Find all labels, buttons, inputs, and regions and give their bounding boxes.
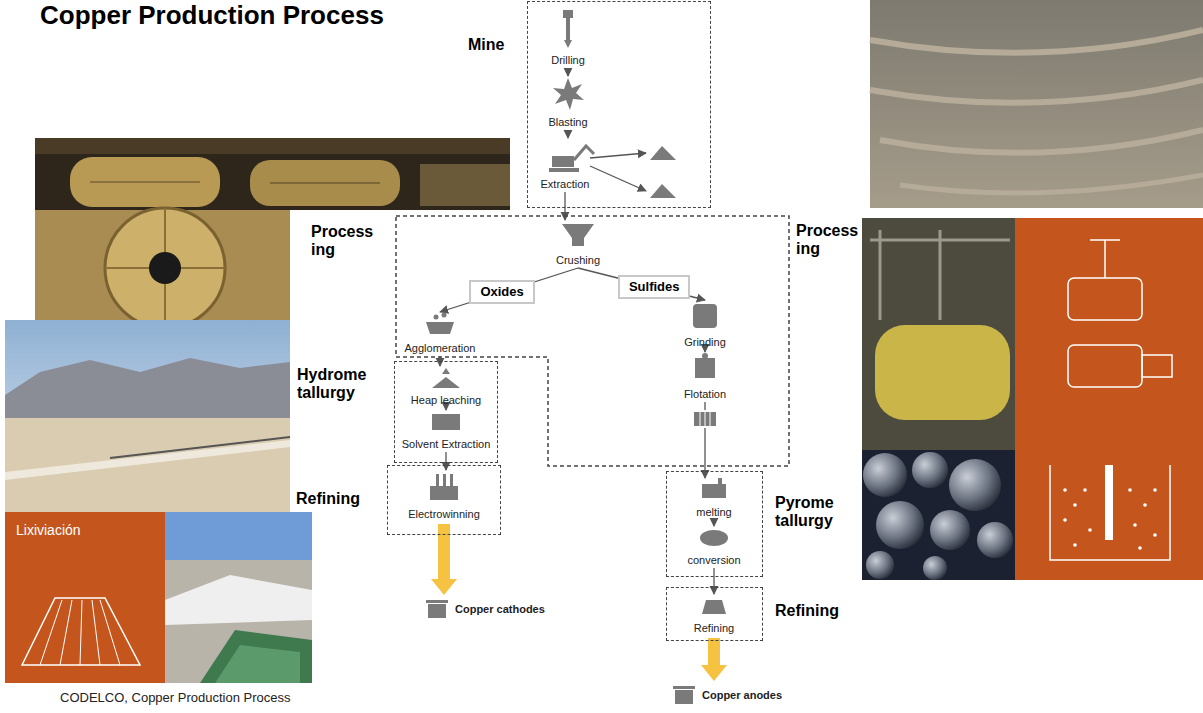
flow-connector (578, 268, 705, 300)
stage-region: Pyrome tallurgymeltingconversion (667, 472, 762, 576)
leaching-photo (165, 512, 312, 683)
section-heading: Process ing (796, 222, 862, 258)
branch-label: Sulfides (618, 275, 691, 299)
process-step: melting (694, 478, 734, 520)
flow-connector (445, 452, 446, 470)
process-step: Electrowinning (406, 470, 482, 522)
process-step: Blasting (546, 76, 590, 130)
process-step: Crushing (554, 220, 603, 268)
stage-region: RefiningElectrowinning (388, 466, 500, 534)
step-label: Extraction (541, 178, 590, 191)
section-heading: Pyrome tallurgy (775, 494, 853, 530)
process-step: Flotation (682, 352, 729, 402)
flow-connector (567, 68, 568, 76)
mill-head-photo (35, 208, 290, 328)
section-heading: Process ing (311, 223, 381, 259)
stage-region: Hydrome tallurgyHeap leachingSolvent Ext… (395, 362, 497, 462)
section-heading: Hydrome tallurgy (297, 366, 381, 402)
process-step: Drilling (549, 8, 587, 68)
section-heading: Mine (468, 36, 504, 54)
flow-connector (713, 520, 714, 526)
waste-arrows (590, 153, 646, 191)
step-label: conversion (687, 554, 740, 567)
step-label: Crushing (556, 254, 600, 267)
branch-label: Oxides (469, 280, 534, 304)
flow-arrow (701, 638, 727, 681)
step-label: Grinding (684, 336, 726, 349)
process-step: Extraction (539, 138, 592, 192)
flow-connector (567, 130, 568, 138)
section-heading: Refining (296, 490, 360, 508)
flow-connector (704, 402, 705, 478)
filter-icon (692, 410, 718, 428)
product-node: Copper anodes (672, 682, 782, 708)
region-outline (395, 215, 790, 467)
stage-region: RefiningRefining (667, 588, 762, 640)
page-title: Copper Production Process (40, 0, 384, 30)
flow-connector (445, 408, 446, 410)
process-step: Solvent Extraction (400, 410, 493, 452)
region-border (396, 216, 789, 466)
mill-photo-right (862, 218, 1015, 450)
process-icons (426, 10, 728, 704)
product-label: Copper anodes (702, 682, 782, 708)
stage-region: Process ingCrushingAgglomerationGrinding… (395, 215, 790, 467)
step-label: Flotation (684, 388, 726, 401)
step-label: Drilling (551, 54, 585, 67)
leaching-panel (5, 512, 165, 683)
flow-connector (704, 350, 705, 352)
section-heading: Refining (775, 602, 839, 620)
step-label: Solvent Extraction (402, 438, 491, 451)
flow-connector (713, 568, 714, 594)
bubbles-photo (862, 450, 1015, 580)
flow-connector (440, 268, 578, 312)
step-label: Blasting (548, 116, 587, 129)
step-label: Refining (694, 622, 734, 635)
product-label: Copper cathodes (455, 596, 545, 622)
panel-title: Lixiviación (16, 522, 81, 539)
step-label: Heap leaching (411, 394, 481, 407)
process-step: Agglomeration (403, 312, 478, 356)
mill-photo (35, 138, 510, 210)
step-label: melting (696, 506, 731, 519)
process-step: Grinding (682, 300, 728, 350)
stage-region: MineDrillingBlastingExtraction (528, 2, 710, 207)
process-step: conversion (685, 526, 743, 568)
grinding-panel (1015, 218, 1203, 450)
process-step: Heap leaching (409, 366, 484, 408)
process-step: Refining (692, 594, 737, 636)
product-node: Copper cathodes (425, 596, 545, 622)
pit-photo (870, 0, 1203, 208)
step-label: Agglomeration (405, 342, 476, 355)
desert-photo (5, 320, 290, 512)
flotation-panel (1015, 450, 1203, 580)
flow-arrow (431, 524, 457, 595)
step-label: Electrowinning (408, 508, 480, 521)
figure-caption: CODELCO, Copper Production Process (60, 690, 290, 706)
